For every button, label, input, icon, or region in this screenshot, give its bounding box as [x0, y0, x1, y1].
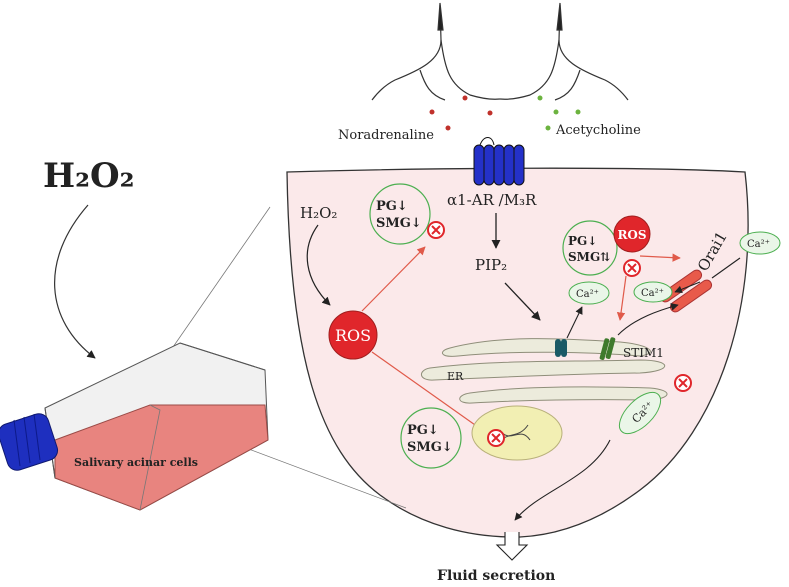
ca-inside-orai-label: Ca²⁺ [641, 288, 664, 299]
smg-label-2: SMG⇅ [568, 250, 610, 264]
fluid-secretion-label: Fluid secretion [437, 568, 555, 584]
pg-label-3: PG↓ [407, 423, 439, 438]
ros-main-label: ROS [335, 326, 371, 345]
inhibit-icon [427, 221, 445, 239]
pip2-arrow [504, 282, 541, 321]
ros-small-label: ROS [617, 228, 646, 242]
smg-label-3: SMG↓ [407, 440, 453, 455]
er-label: ER [447, 370, 464, 383]
smg-label-1: SMG↓ [376, 216, 422, 231]
ca-outside-label: Ca²⁺ [747, 239, 770, 250]
pip2-label: PIP₂ [475, 256, 507, 274]
ros-to-stim-arrow [616, 275, 627, 321]
nucleus [471, 405, 563, 461]
pg-label-2: PG↓ [568, 234, 597, 248]
fluid-secretion-arrow [495, 532, 529, 561]
noradrenaline-label: Noradrenaline [338, 128, 434, 143]
nerve-terminals [371, 2, 629, 101]
ca-to-secretion-arrow [514, 439, 611, 521]
inhibit-icon [623, 259, 641, 277]
ros-to-pg1-arrow [361, 246, 426, 312]
ca-release-arrow [566, 306, 583, 339]
ca-er-release-label: Ca²⁺ [576, 289, 599, 300]
inhibit-icon [487, 429, 505, 447]
stim-to-orai-arrow [617, 303, 679, 336]
ca-secretion [618, 391, 662, 435]
ros-small [613, 215, 651, 253]
h2o2-to-ros-arrow [306, 224, 331, 306]
ros-to-orai-arrow [639, 253, 681, 262]
h2o2-big-label: H₂O₂ [43, 156, 135, 196]
pg-smg-circle-1 [369, 183, 431, 245]
cell-h2o2-label: H₂O₂ [300, 204, 337, 222]
ip3-receptor-icon [555, 339, 567, 357]
culture-flask [0, 342, 269, 511]
endoplasmic-reticulum [421, 338, 668, 404]
receptor-icon [473, 137, 525, 186]
noradrenaline-dots [429, 95, 493, 131]
flask-label: Salivary acinar cells [74, 456, 198, 469]
receptor-label: α1-AR /M₃R [447, 191, 537, 209]
pg-smg-circle-2 [562, 220, 618, 276]
pg-smg-circle-3 [400, 407, 462, 469]
ca-er-release [568, 281, 610, 305]
ca-entry-line [711, 257, 741, 279]
ca-into-cell-arrow [674, 281, 701, 294]
ros-main [328, 310, 378, 360]
stim1-icon [599, 337, 616, 360]
h2o2-to-flask-arrow [54, 204, 96, 359]
flask-cap-icon [0, 413, 59, 471]
stim1-label: STIM1 [623, 346, 664, 360]
ca-outside [739, 231, 781, 255]
ca-inside-orai [633, 281, 673, 303]
pg-label-1: PG↓ [376, 199, 408, 214]
ros-to-nucleus-arrow [371, 351, 486, 433]
inhibit-icon [674, 374, 692, 392]
acetylcholine-label: Acetycholine [555, 123, 641, 138]
acetylcholine-dots [537, 95, 581, 131]
